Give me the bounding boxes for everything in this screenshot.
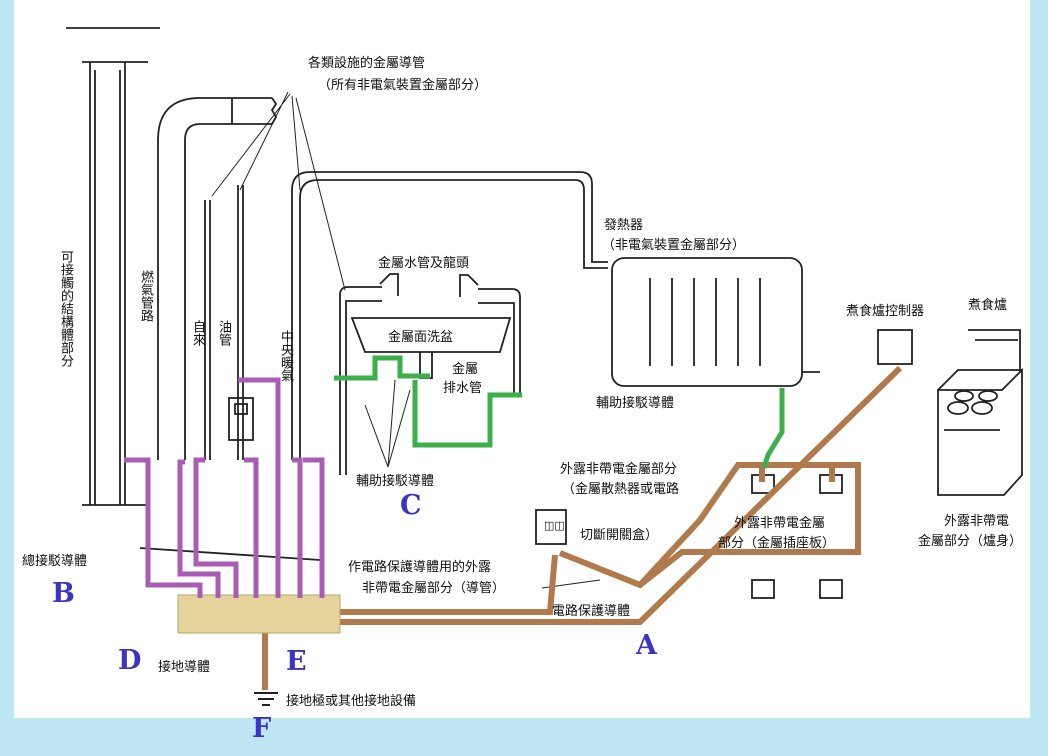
switch-metal-label-1: 外露非帶電金屬部分 <box>560 462 678 477</box>
oil-label: 油管 <box>216 320 231 346</box>
switch-symbol: ◫◫ <box>544 519 565 532</box>
radiator <box>611 257 803 387</box>
switch-metal-label-2: （金屬散熱器或電路 <box>562 482 680 497</box>
meter-box <box>228 397 254 441</box>
structure-label: 可接觸的結構體部分 <box>58 250 73 367</box>
heating-pipe <box>291 171 608 460</box>
bonding-meter <box>244 457 259 598</box>
burner <box>971 401 993 415</box>
switch-metal-label-3: 切斷開關盒） <box>580 528 659 543</box>
water-label: 自來 <box>190 320 205 346</box>
supp-bonding-right-label: 輔助接駁導體 <box>596 396 675 411</box>
heating-label: 中央暖氣 <box>278 330 293 382</box>
basin-supply-left <box>339 286 382 475</box>
burner <box>954 390 974 402</box>
main-bonding-conductors <box>124 377 325 598</box>
drain-label-1: 金屬 <box>452 362 479 377</box>
marker-a: A <box>636 630 657 661</box>
conduit-cpc-label-1: 作電路保護導體用的外露 <box>348 560 492 575</box>
cooker-label: 煮食爐 <box>968 298 1008 313</box>
radiator-note: （非電氣裝置金屬部分） <box>602 238 746 253</box>
burner <box>947 401 969 415</box>
basin-supply-right <box>478 288 521 395</box>
supp-bonding-basin <box>334 355 522 448</box>
cooker-metal-label-1: 外露非帶電 <box>944 514 1010 529</box>
socket-outlet <box>819 579 843 599</box>
switch-cpc <box>340 554 558 615</box>
socket-outlet <box>751 579 775 599</box>
small-pipes <box>204 185 244 460</box>
metal-conduits-label: 各類設施的金屬導管 <box>308 56 426 71</box>
marker-d: D <box>118 645 142 676</box>
marker-b: B <box>52 578 75 609</box>
bonding-structure <box>124 457 203 598</box>
cooker-back <box>968 329 1021 372</box>
marker-e: E <box>286 646 307 677</box>
marker-f: F <box>252 713 272 744</box>
socket-metal-label-1: 外露非帶電金屬 <box>734 516 826 531</box>
conduit-cpc-label-2: 非帶電金屬部分（導管） <box>362 581 506 596</box>
drain-label-2: 排水管 <box>443 381 483 396</box>
taps <box>379 273 479 297</box>
bonding-bar <box>139 547 321 561</box>
marker-c: C <box>400 490 422 521</box>
main-earthing-terminal <box>177 594 341 634</box>
supplementary-bonding <box>334 355 785 469</box>
meter-box-window <box>234 403 248 415</box>
socket-ring <box>558 462 861 589</box>
bonding-gas <box>177 459 221 598</box>
cooker-body <box>937 367 1023 496</box>
bonding-heating <box>292 457 303 598</box>
water-tap-label: 金屬水管及龍頭 <box>378 256 470 271</box>
switch-box <box>535 509 567 545</box>
metal-duct <box>157 97 272 460</box>
socket-metal-label-2: 部分（金屬插座板） <box>718 536 836 551</box>
main-bonding-label: 總接駁導體 <box>22 554 88 569</box>
metal-conduits-note: （所有非電氣裝置金屬部分） <box>318 78 488 93</box>
earth-electrode-label: 接地極或其他接地設備 <box>286 694 417 709</box>
supp-bonding-left-label: 輔助接駁導體 <box>356 474 435 489</box>
leader-lines <box>211 91 346 291</box>
cooker-cpc <box>335 365 903 625</box>
cooker-metal-label-2: 金屬部分（爐身） <box>918 534 1023 549</box>
socket-drops <box>759 466 835 482</box>
bonding-oil <box>238 377 281 598</box>
burner <box>978 390 998 402</box>
circuit-protective-label: 電路保護導體 <box>552 604 631 619</box>
basin-label: 金屬面洗盆 <box>388 330 454 345</box>
duct-end <box>231 97 278 125</box>
protective-conductor-network <box>262 365 903 690</box>
gas-pipe-label: 燃氣管路 <box>138 270 153 322</box>
structure-column <box>82 61 148 506</box>
cooker-controller <box>877 329 913 365</box>
bonding-water <box>193 457 239 598</box>
metal-basin <box>350 317 512 353</box>
bonding-basin <box>303 457 325 598</box>
supp-bonding-radiator <box>761 388 785 469</box>
radiator-fins <box>649 278 761 366</box>
earth-symbol <box>254 692 278 706</box>
earthing-conductor-label: 接地導體 <box>158 660 211 675</box>
radiator-label: 發熱器 <box>604 218 644 233</box>
cooker-control-label: 煮食爐控制器 <box>846 304 925 319</box>
building-services <box>66 27 1023 706</box>
leader-lines <box>364 379 411 468</box>
